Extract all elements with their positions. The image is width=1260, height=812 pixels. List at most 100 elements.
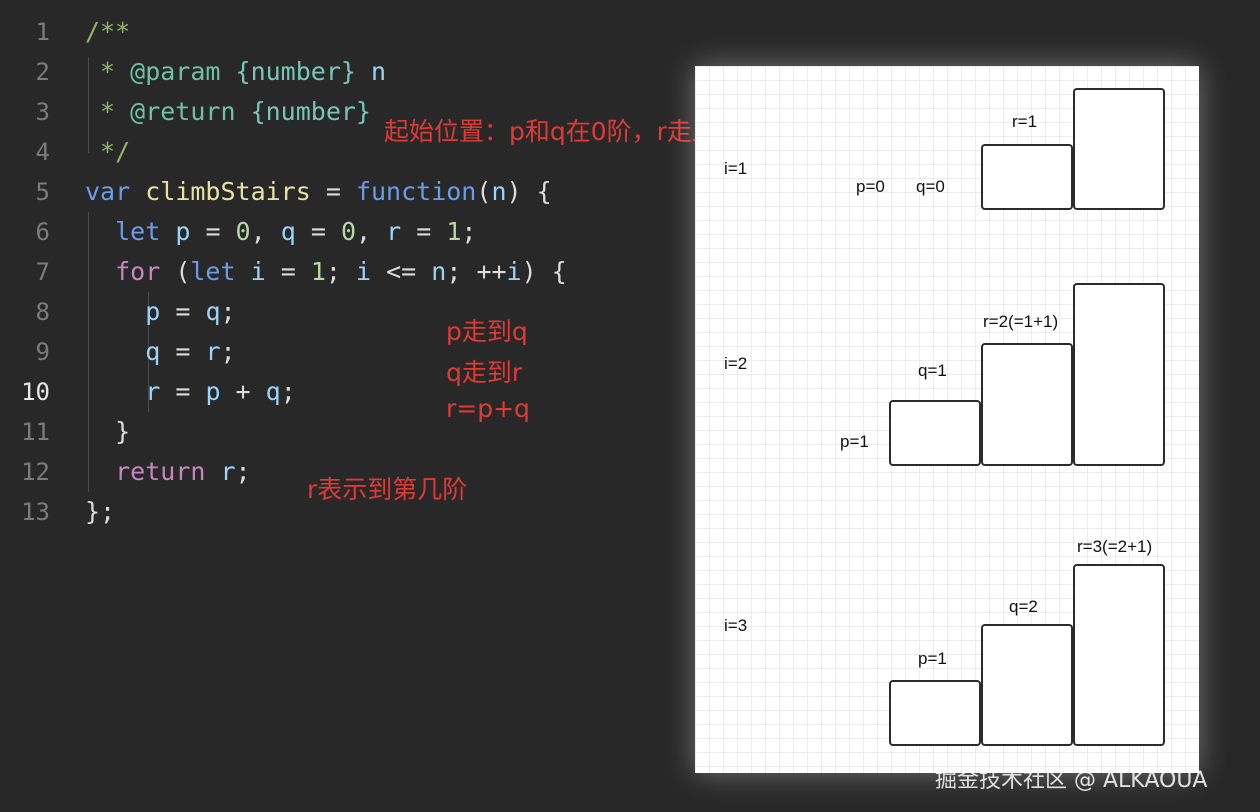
q-label: q=1 (918, 361, 947, 380)
stair-step (981, 624, 1073, 746)
code-line-10: r = p + q; (85, 372, 567, 412)
number: 1 (310, 257, 326, 286)
punctuation: } (115, 417, 131, 446)
line-number-active: 10 (21, 378, 50, 406)
q-label: q=0 (916, 177, 945, 196)
keyword: let (115, 217, 161, 246)
variable: p (175, 217, 191, 246)
comment: * (85, 97, 131, 126)
annotation-step1: p走到q (446, 317, 528, 346)
operator: = (295, 217, 341, 246)
punctuation: ) { (506, 177, 552, 206)
number: 0 (235, 217, 251, 246)
stairs-diagram: i=1 p=0 q=0 r=1 i=2 p=1 q=1 r=2(=1+1) i=… (695, 66, 1199, 773)
code-line-7: for (let i = 1; i <= n; ++i) { (85, 252, 567, 292)
code-line-4: */ (85, 132, 567, 172)
variable: q (145, 337, 161, 366)
keyword: let (190, 257, 236, 286)
punctuation: ; (461, 217, 477, 246)
code-line-5: var climbStairs = function(n) { (85, 172, 567, 212)
variable: q (280, 217, 296, 246)
punctuation: ; (446, 257, 477, 286)
variable: i (355, 257, 372, 286)
iteration-label: i=1 (724, 159, 748, 178)
annotation-return: r表示到第几阶 (307, 475, 468, 504)
indent-guide (88, 212, 89, 492)
r-label: r=3(=2+1) (1077, 537, 1153, 556)
operator: = (160, 297, 206, 326)
watermark: 掘金技术社区 @ ALKAOUA (935, 768, 1208, 793)
code-line-12: return r; (85, 452, 567, 492)
punctuation: ; (325, 257, 356, 286)
stair-step (889, 400, 981, 466)
param-name: n (371, 57, 387, 86)
iteration-label: i=2 (724, 354, 748, 373)
indent-guide (148, 292, 149, 412)
iteration-label: i=3 (724, 616, 748, 635)
jsdoc-tag: @return (130, 97, 236, 126)
variable: r (145, 377, 161, 406)
p-label: p=0 (856, 177, 885, 196)
code-line-9: q = r; (85, 332, 567, 372)
line-number-gutter: 1 2 3 4 5 6 7 8 9 10 11 12 13 (0, 12, 60, 532)
punctuation: ; (220, 337, 236, 366)
number: 0 (340, 217, 356, 246)
variable: p (205, 377, 221, 406)
q-label: q=2 (1009, 597, 1038, 616)
code-line-1: /** (85, 12, 567, 52)
code-editor[interactable]: 1 2 3 4 5 6 7 8 9 10 11 12 13 /** * @par… (0, 0, 690, 812)
variable: i (506, 257, 522, 286)
stair-step (981, 144, 1073, 210)
code-line-13: }; (85, 492, 567, 532)
p-label: p=1 (840, 432, 869, 451)
line-number: 6 (35, 218, 50, 246)
jsdoc-type: {number} (235, 57, 356, 86)
line-number: 2 (35, 58, 50, 86)
jsdoc-tag: @param (130, 57, 221, 86)
line-number: 13 (21, 498, 50, 526)
line-number: 12 (21, 458, 50, 486)
keyword: var (85, 177, 131, 206)
p-label: p=1 (918, 649, 947, 668)
variable: q (205, 297, 221, 326)
operator: = (401, 217, 447, 246)
keyword: function (355, 177, 477, 206)
control-keyword: for (115, 257, 161, 286)
stair-step (1073, 88, 1165, 210)
stair-step (1073, 564, 1165, 746)
code-line-3: * @return {number} (85, 92, 567, 132)
punctuation: ; (280, 377, 296, 406)
line-number: 4 (35, 138, 50, 166)
annotation-step2: q走到r (446, 358, 523, 387)
line-number: 3 (35, 98, 50, 126)
operator: + (220, 377, 266, 406)
line-number: 11 (21, 418, 50, 446)
line-number: 5 (35, 178, 50, 206)
line-number: 9 (35, 338, 50, 366)
variable: r (205, 337, 221, 366)
code-line-11: } (85, 412, 567, 452)
operator: = (160, 337, 206, 366)
stair-step (981, 343, 1073, 466)
function-name: climbStairs (145, 177, 311, 206)
punctuation: ) { (521, 257, 567, 286)
punctuation: , (356, 217, 387, 246)
line-number: 1 (35, 18, 50, 46)
stair-step (889, 680, 981, 746)
variable: p (145, 297, 161, 326)
punctuation: }; (85, 497, 116, 526)
code-line-6: let p = 0, q = 0, r = 1; (85, 212, 567, 252)
line-number: 8 (35, 298, 50, 326)
jsdoc-type: {number} (250, 97, 371, 126)
punctuation: , (250, 217, 281, 246)
number: 1 (446, 217, 462, 246)
operator: = (190, 217, 236, 246)
code-lines[interactable]: /** * @param {number} n * @return {numbe… (85, 12, 567, 532)
operator: = (265, 257, 311, 286)
param-name: n (491, 177, 507, 206)
stair-step (1073, 283, 1165, 466)
comment: * (85, 57, 131, 86)
punctuation: ; (220, 297, 236, 326)
comment: */ (85, 137, 131, 166)
punctuation: ( (476, 177, 492, 206)
